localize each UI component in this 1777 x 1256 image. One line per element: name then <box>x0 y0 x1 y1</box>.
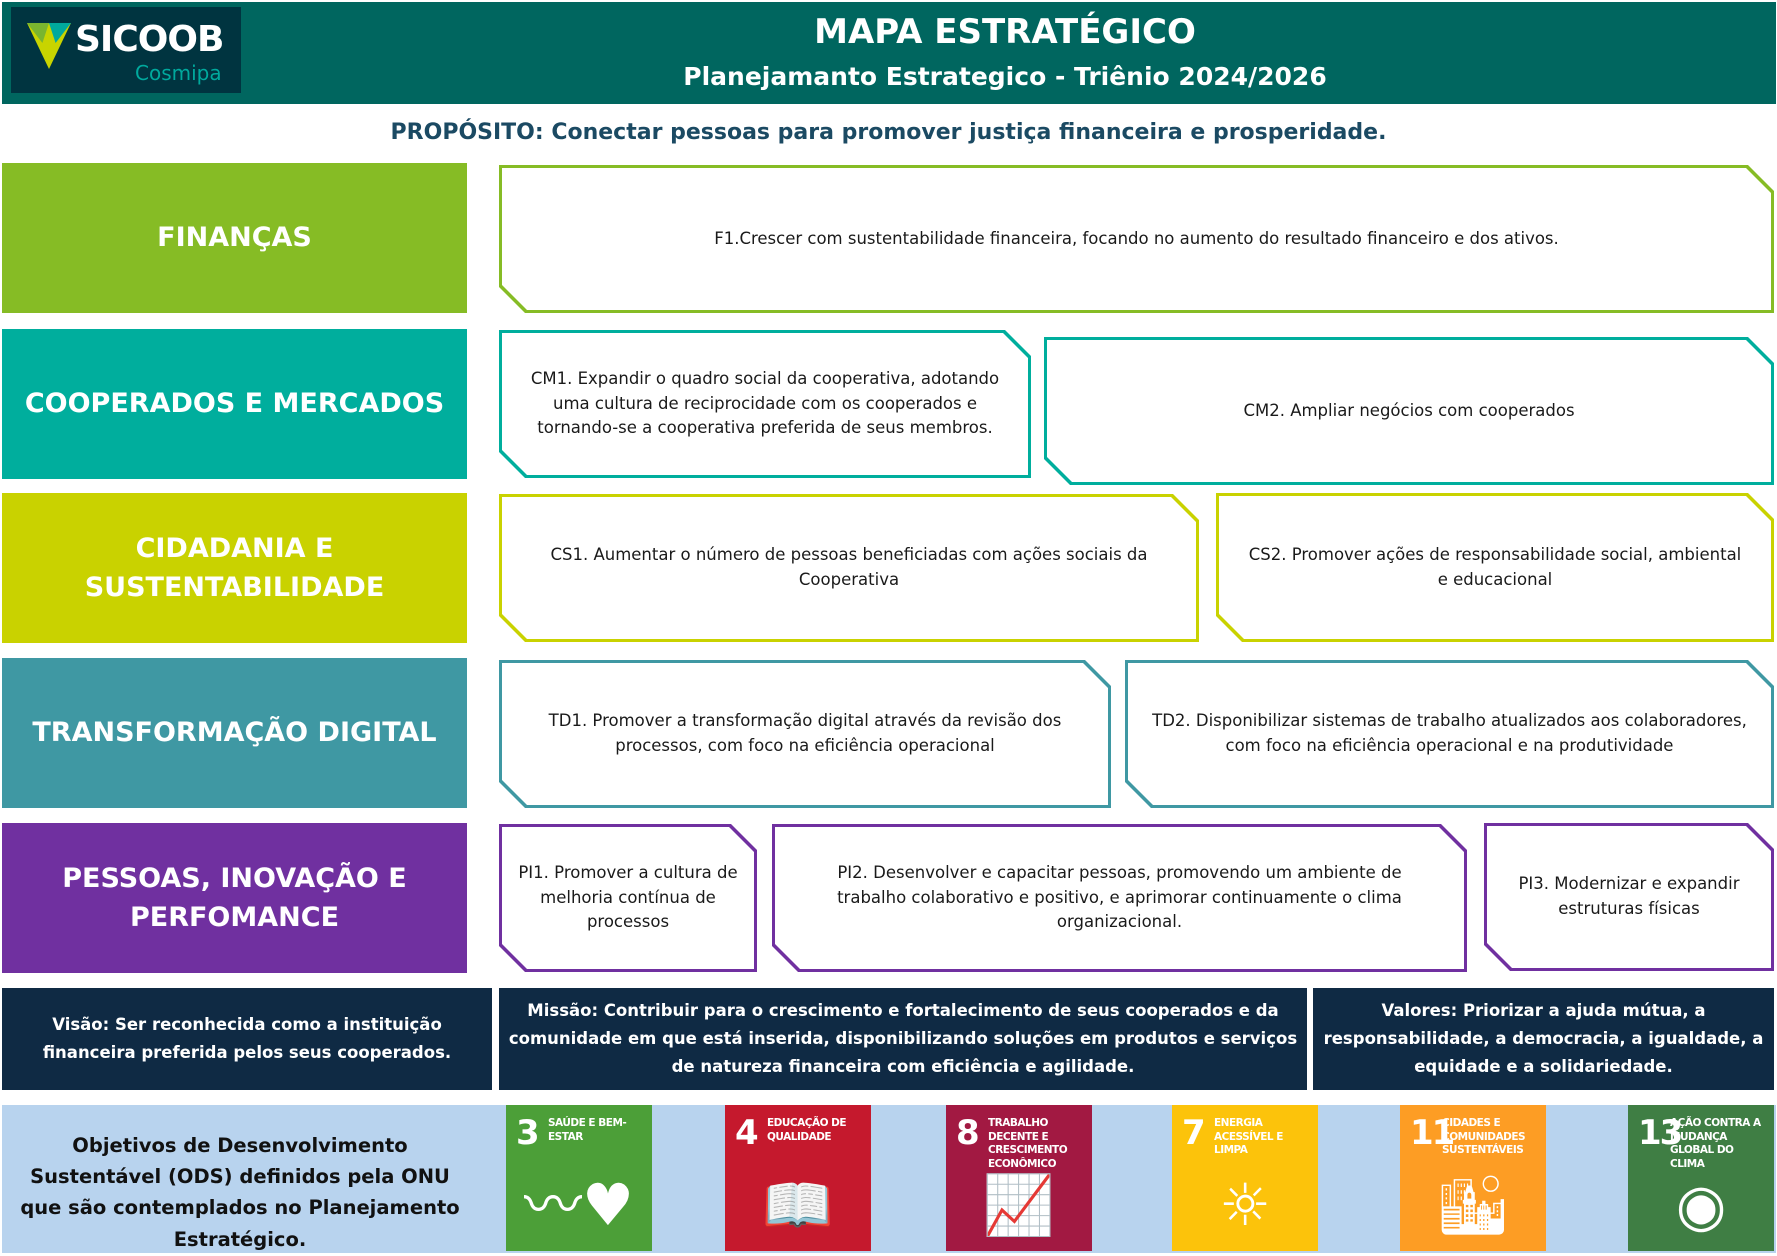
sicoob-logo: SICOOB Cosmipa <box>11 7 241 93</box>
ods-goal-3: 3 Saúde e bem-estar 〰♥ <box>506 1105 652 1251</box>
eye-globe-icon: ◉ <box>1675 1171 1727 1239</box>
ods-title: Saúde e bem-estar <box>548 1117 627 1143</box>
objective-pi3: PI3. Modernizar e expandir estruturas fí… <box>1484 823 1774 971</box>
heartbeat-icon: 〰♥ <box>524 1171 634 1239</box>
ods-title: Educação de qualidade <box>767 1117 847 1143</box>
ods-number: 3 <box>516 1113 540 1153</box>
vision-statement: Visão: Ser reconhecida como a instituiçã… <box>2 988 492 1090</box>
objective-text: CS1. Aumentar o número de pessoas benefi… <box>502 497 1196 639</box>
objective-f1: F1.Crescer com sustentabilidade financei… <box>499 165 1774 313</box>
objective-cs1: CS1. Aumentar o número de pessoas benefi… <box>499 494 1199 642</box>
objective-pi2: PI2. Desenvolver e capacitar pessoas, pr… <box>772 824 1467 972</box>
objective-text: PI1. Promover a cultura de melhoria cont… <box>502 827 754 969</box>
ods-number: 11 <box>1410 1113 1455 1153</box>
city-icon: 🏙 <box>1436 1171 1510 1239</box>
logo-name: SICOOB <box>75 19 224 60</box>
ods-goal-4: 4 Educação de qualidade 📖 <box>725 1105 871 1251</box>
objective-cm2: CM2. Ampliar negócios com cooperados <box>1044 337 1774 485</box>
objective-td1: TD1. Promover a transformação digital at… <box>499 660 1111 808</box>
page-title: MAPA ESTRATÉGICO <box>814 12 1196 52</box>
perspective-financas: FINANÇAS <box>2 163 467 313</box>
objective-cm1: CM1. Expandir o quadro social da coopera… <box>499 330 1031 478</box>
purpose-statement: PROPÓSITO: Conectar pessoas para promove… <box>390 120 1387 145</box>
ods-number: 4 <box>735 1113 759 1153</box>
mission-statement: Missão: Contribuir para o crescimento e … <box>499 988 1307 1090</box>
objective-td2: TD2. Disponibilizar sistemas de trabalho… <box>1125 660 1774 808</box>
book-icon: 📖 <box>761 1171 835 1239</box>
growth-chart-icon: 📈 <box>982 1171 1056 1239</box>
ods-number: 13 <box>1638 1113 1683 1153</box>
objective-text: TD1. Promover a transformação digital at… <box>502 663 1108 805</box>
objective-text: CS2. Promover ações de responsabilidade … <box>1219 496 1771 639</box>
objective-text: PI2. Desenvolver e capacitar pessoas, pr… <box>775 827 1464 969</box>
page-subtitle: Planejamanto Estrategico - Triênio 2024/… <box>683 62 1327 91</box>
values-statement: Valores: Priorizar a ajuda mútua, a resp… <box>1313 988 1774 1090</box>
ods-goal-8: 8Trabalho decente e crescimento econômic… <box>946 1105 1092 1251</box>
objective-text: CM1. Expandir o quadro social da coopera… <box>502 333 1028 475</box>
logo-sub: Cosmipa <box>135 61 222 85</box>
ods-title: Cidades e comunidades sustentáveis <box>1442 1117 1526 1157</box>
objective-text: CM2. Ampliar negócios com cooperados <box>1047 340 1771 482</box>
objective-text: PI3. Modernizar e expandir estruturas fí… <box>1487 826 1771 968</box>
perspective-cooperados: COOPERADOS E MERCADOS <box>2 329 467 479</box>
objective-pi1: PI1. Promover a cultura de melhoria cont… <box>499 824 757 972</box>
ods-number: 7 <box>1182 1113 1206 1153</box>
ods-title: Ação contra a mudança global do clima <box>1670 1117 1761 1170</box>
objective-cs2: CS2. Promover ações de responsabilidade … <box>1216 493 1774 642</box>
ods-title: Trabalho decente e crescimento econômico <box>988 1117 1068 1170</box>
ods-goal-7: 7Energia acessível e limpa ☼ <box>1172 1105 1318 1251</box>
header <box>2 2 1776 104</box>
ods-goal-11: 11Cidades e comunidades sustentáveis 🏙 <box>1400 1105 1546 1251</box>
ods-goal-13: 13Ação contra a mudança global do clima◉ <box>1628 1105 1774 1251</box>
ods-title: Energia acessível e limpa <box>1214 1117 1283 1157</box>
objective-text: F1.Crescer com sustentabilidade financei… <box>502 168 1771 310</box>
objective-text: TD2. Disponibilizar sistemas de trabalho… <box>1128 663 1771 805</box>
perspective-transformacao: TRANSFORMAÇÃO DIGITAL <box>2 658 467 808</box>
sun-power-icon: ☼ <box>1219 1171 1271 1239</box>
perspective-pessoas: PESSOAS, INOVAÇÃO E PERFOMANCE <box>2 823 467 973</box>
perspective-cidadania: CIDADANIA E SUSTENTABILIDADE <box>2 493 467 643</box>
ods-label: Objetivos de Desenvolvimento Sustentável… <box>20 1134 460 1251</box>
ods-number: 8 <box>956 1113 980 1153</box>
